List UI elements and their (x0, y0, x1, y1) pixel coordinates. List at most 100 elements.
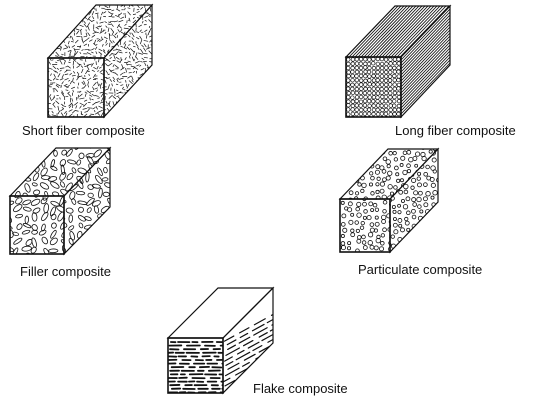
short-fiber-dash (112, 107, 117, 109)
filler-particle (93, 230, 100, 236)
particle (413, 182, 418, 187)
flake (268, 356, 273, 363)
filler-particle (10, 149, 13, 158)
short-fiber-dash (139, 64, 142, 67)
short-fiber-dash (127, 63, 132, 66)
short-fiber-dash (49, 96, 52, 102)
short-fiber-dash (63, 7, 67, 11)
long-fiber-end (396, 57, 401, 62)
long-fiber-end (363, 82, 368, 87)
particle (356, 238, 362, 244)
filler-particle (71, 198, 77, 205)
particle (347, 241, 352, 246)
short-fiber-dash (125, 51, 128, 54)
particle (382, 209, 387, 214)
long-fiber-strand (401, 26, 450, 79)
filler-particle (25, 252, 32, 254)
long-fiber-end (371, 69, 377, 75)
short-fiber-dash (100, 119, 101, 121)
short-fiber-dash (149, 35, 152, 38)
short-fiber-dash (80, 30, 82, 36)
particle (433, 169, 438, 175)
long-fiber-end (363, 107, 368, 112)
short-fiber-dash (105, 100, 108, 104)
short-fiber-dash (73, 47, 76, 53)
short-fiber-dash (64, 83, 68, 86)
long-fiber-end (362, 103, 368, 108)
long-fiber-end (392, 111, 397, 117)
short-fiber-dash (59, 2, 61, 3)
short-fiber-dash (110, 12, 114, 17)
particle (367, 232, 374, 238)
particle (340, 178, 342, 184)
short-fiber-dash (48, 53, 49, 55)
particle (403, 183, 409, 190)
short-fiber-dash (90, 61, 91, 64)
short-fiber-dash (132, 13, 136, 15)
particle (417, 230, 422, 236)
particle (406, 163, 411, 168)
short-fiber-dash (43, 56, 45, 58)
short-fiber-dash (136, 64, 140, 67)
short-fiber-dash (84, 91, 88, 94)
particle (350, 172, 355, 177)
short-fiber-dash (148, 19, 152, 23)
short-fiber-dash (94, 31, 99, 34)
short-fiber-dash (131, 113, 135, 116)
short-fiber-dash (116, 91, 122, 95)
filler-particle (61, 244, 64, 253)
filler-particle (83, 254, 92, 262)
short-fiber-dash (51, 12, 55, 15)
filler-particle (23, 143, 32, 148)
short-fiber-block (43, 0, 154, 121)
particle (411, 150, 416, 155)
long-fiber-strand (363, 6, 414, 57)
short-fiber-dash (69, 5, 73, 8)
particle (386, 253, 389, 256)
short-fiber-dash (76, 65, 81, 69)
long-fiber-end (359, 78, 364, 83)
long-fiber-end (358, 70, 364, 75)
short-fiber-dash (94, 87, 98, 90)
short-fiber-dash (71, 36, 74, 41)
particle (421, 155, 427, 162)
short-fiber-dash (65, 23, 69, 27)
short-fiber-dash (116, 77, 120, 80)
particle (376, 176, 381, 181)
long-fiber-end (346, 86, 351, 91)
particle (334, 146, 338, 150)
short-fiber-dash (149, 99, 152, 102)
particle (397, 210, 402, 215)
short-fiber-dash (67, 24, 72, 29)
short-fiber-dash (153, 0, 154, 4)
filler-particle (44, 191, 49, 196)
particle (356, 212, 362, 218)
short-fiber-dash (105, 43, 108, 46)
short-fiber-dash (91, 69, 95, 72)
particle (417, 171, 422, 176)
particle (390, 234, 395, 239)
particle (363, 144, 367, 148)
long-fiber-end (396, 69, 401, 74)
filler-particle (32, 157, 39, 168)
long-fiber-end (379, 74, 385, 79)
long-fiber-end (392, 99, 397, 104)
particle (424, 143, 427, 146)
short-fiber-dash (79, 1, 82, 3)
particle (372, 202, 378, 208)
flake (267, 337, 273, 343)
short-fiber-dash (71, 98, 74, 102)
particle (406, 149, 412, 155)
particle (424, 234, 430, 240)
short-fiber-dash (141, 96, 145, 99)
long-fiber-end (383, 111, 388, 116)
short-fiber-dash (71, 45, 76, 48)
short-fiber-dash (68, 45, 71, 49)
particle (367, 149, 373, 151)
short-fiber-dash (135, 0, 137, 3)
short-fiber-dash (101, 11, 104, 16)
long-fiber-strand (401, 14, 450, 67)
short-fiber-dash (129, 115, 133, 117)
particle (392, 151, 397, 156)
filler-particle (10, 205, 11, 212)
